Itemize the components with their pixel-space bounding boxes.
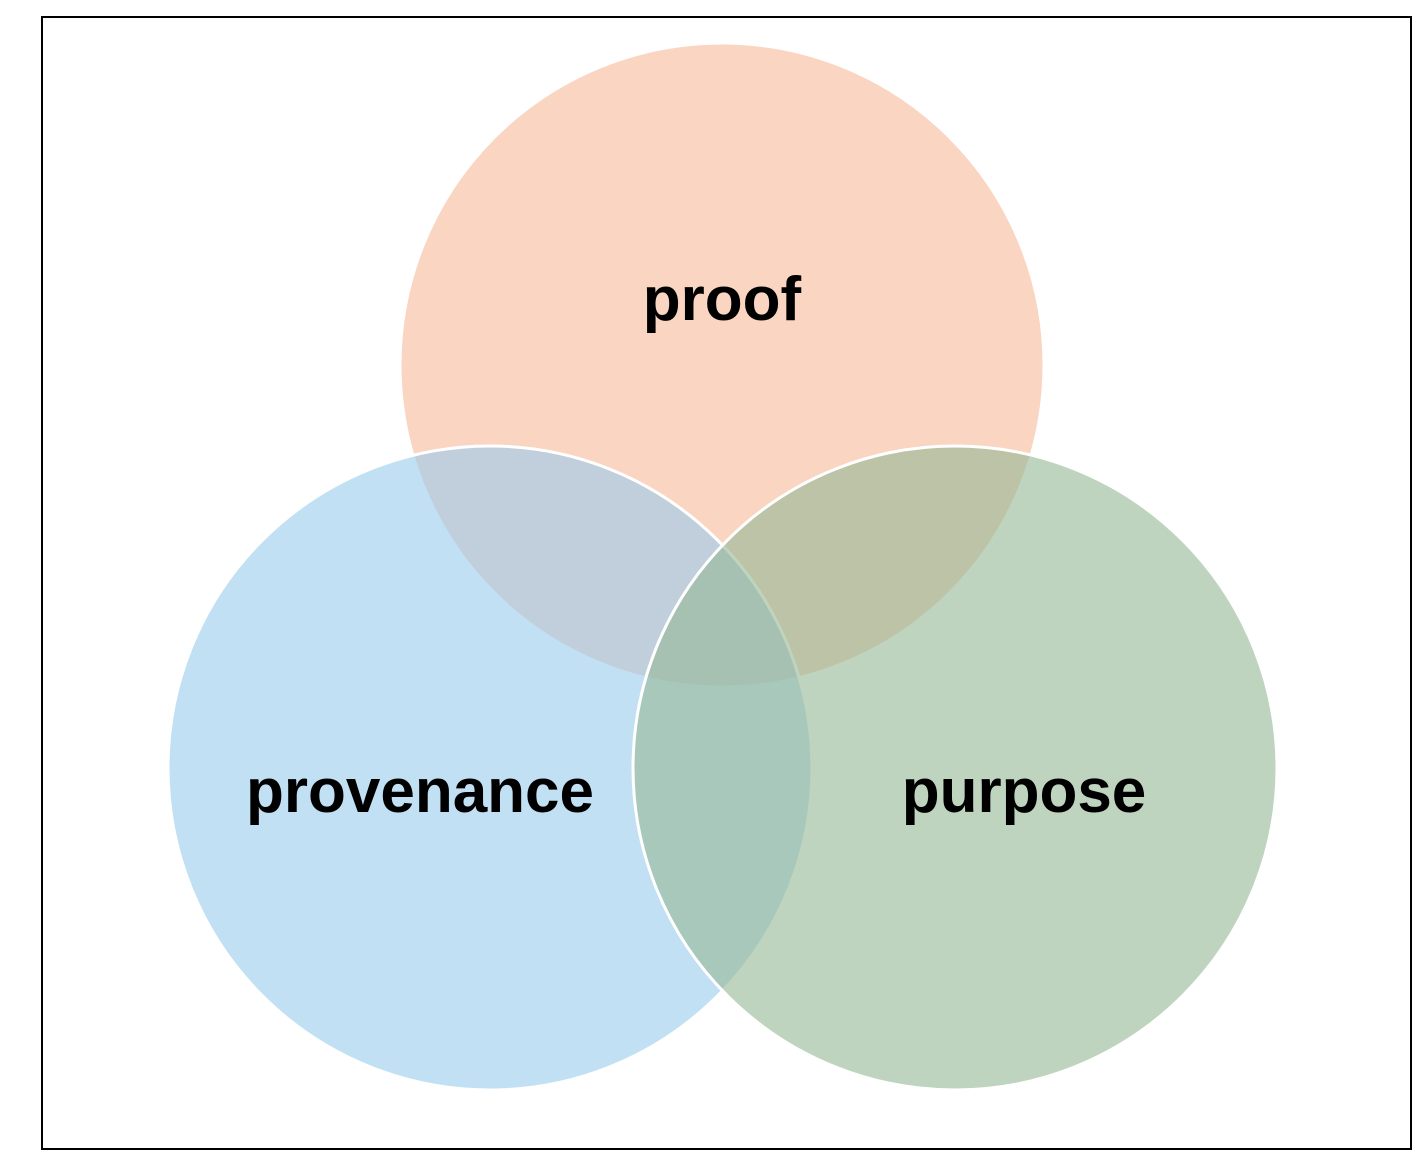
label-provenance: provenance	[246, 757, 594, 826]
circle-purpose	[631, 444, 1279, 1092]
label-proof: proof	[643, 265, 802, 334]
venn-circles	[166, 41, 1279, 1092]
label-purpose: purpose	[902, 757, 1147, 826]
